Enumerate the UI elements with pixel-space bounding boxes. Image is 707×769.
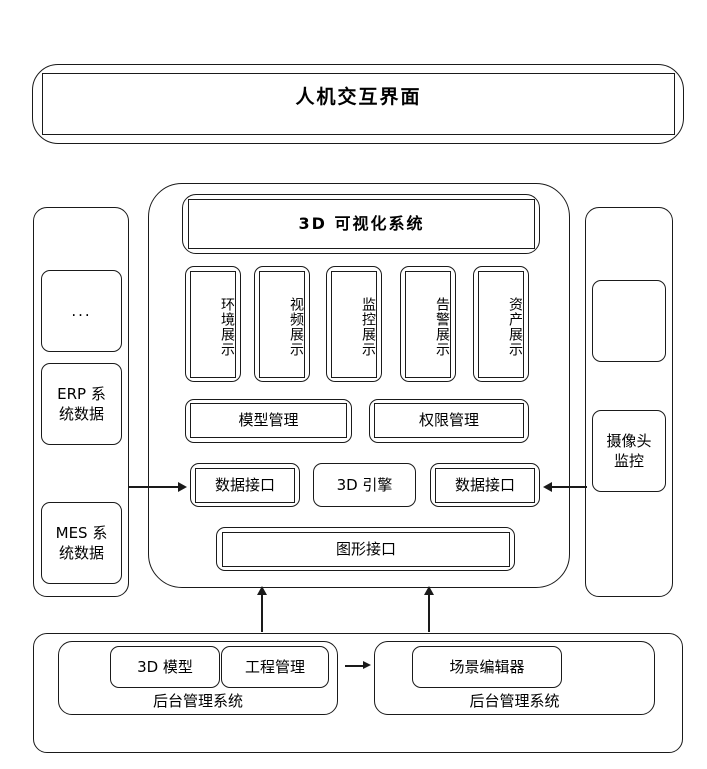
backend-label-project-mgmt: 工程管理 bbox=[244, 657, 305, 676]
connector-right-to-center-head bbox=[543, 482, 552, 492]
display-module-inner-1 bbox=[259, 271, 305, 378]
right-source-label-camera: 摄像头 监控 bbox=[606, 431, 652, 470]
display-module-label-1: 视频展示 bbox=[288, 296, 304, 357]
connector-backend-left-up-head bbox=[257, 586, 267, 595]
display-module-inner-0 bbox=[190, 271, 236, 378]
graphics-interface-inner bbox=[222, 532, 510, 567]
center-header-inner bbox=[188, 199, 535, 249]
backend-left-caption: 后台管理系统 bbox=[152, 691, 243, 710]
management-inner-permission bbox=[374, 403, 524, 438]
hmi-inner-box bbox=[42, 73, 675, 135]
left-source-box-mes[interactable] bbox=[41, 502, 122, 584]
display-module-inner-2 bbox=[331, 271, 377, 378]
management-label-model: 模型管理 bbox=[238, 411, 299, 430]
display-module-label-4: 资产展示 bbox=[507, 296, 523, 357]
display-module-label-3: 告警展示 bbox=[434, 296, 450, 357]
left-source-label-0: ... bbox=[71, 301, 92, 320]
graphics-interface-label: 图形接口 bbox=[335, 540, 396, 559]
display-module-inner-4 bbox=[478, 271, 524, 378]
backend-label-scene-editor: 场景编辑器 bbox=[449, 657, 525, 676]
backend-box-scene-editor[interactable] bbox=[412, 646, 562, 688]
management-label-permission: 权限管理 bbox=[418, 411, 479, 430]
connector-backend-left-to-right-head bbox=[363, 661, 371, 669]
left-source-box-0[interactable] bbox=[41, 270, 122, 352]
interface-label-data-right: 数据接口 bbox=[454, 476, 515, 495]
interface-label-data-left: 数据接口 bbox=[214, 476, 275, 495]
interface-inner-data-left bbox=[195, 468, 295, 503]
right-source-box-empty[interactable] bbox=[592, 280, 666, 362]
connector-left-to-center-line bbox=[129, 486, 179, 488]
connector-backend-right-up-line bbox=[428, 592, 430, 632]
center-header-label: 3D 可视化系统 bbox=[298, 214, 425, 234]
backend-box-3d-model[interactable] bbox=[110, 646, 220, 688]
right-source-label-empty bbox=[592, 280, 666, 362]
backend-box-project-mgmt[interactable] bbox=[221, 646, 329, 688]
display-module-label-0: 环境展示 bbox=[219, 296, 235, 357]
connector-backend-left-up-line bbox=[261, 592, 263, 632]
left-source-label-erp: ERP 系 统数据 bbox=[57, 384, 106, 423]
display-module-label-2: 监控展示 bbox=[360, 296, 376, 357]
right-sources-container bbox=[585, 207, 673, 597]
left-source-label-mes: MES 系 统数据 bbox=[55, 523, 108, 562]
backend-right-caption: 后台管理系统 bbox=[469, 691, 560, 710]
connector-left-to-center-head bbox=[178, 482, 187, 492]
left-source-box-erp[interactable] bbox=[41, 363, 122, 445]
interface-label-3d-engine: 3D 引擎 bbox=[336, 475, 393, 494]
interface-inner-data-right bbox=[435, 468, 535, 503]
backend-label-3d-model: 3D 模型 bbox=[137, 657, 193, 676]
connector-backend-right-up-head bbox=[424, 586, 434, 595]
right-source-box-camera[interactable] bbox=[592, 410, 666, 492]
interface-box-3d-engine[interactable] bbox=[313, 463, 416, 507]
display-module-inner-3 bbox=[405, 271, 451, 378]
management-inner-model bbox=[190, 403, 347, 438]
hmi-title: 人机交互界面 bbox=[295, 86, 422, 109]
connector-right-to-center-line bbox=[551, 486, 587, 488]
connector-backend-left-to-right-line bbox=[345, 665, 366, 667]
